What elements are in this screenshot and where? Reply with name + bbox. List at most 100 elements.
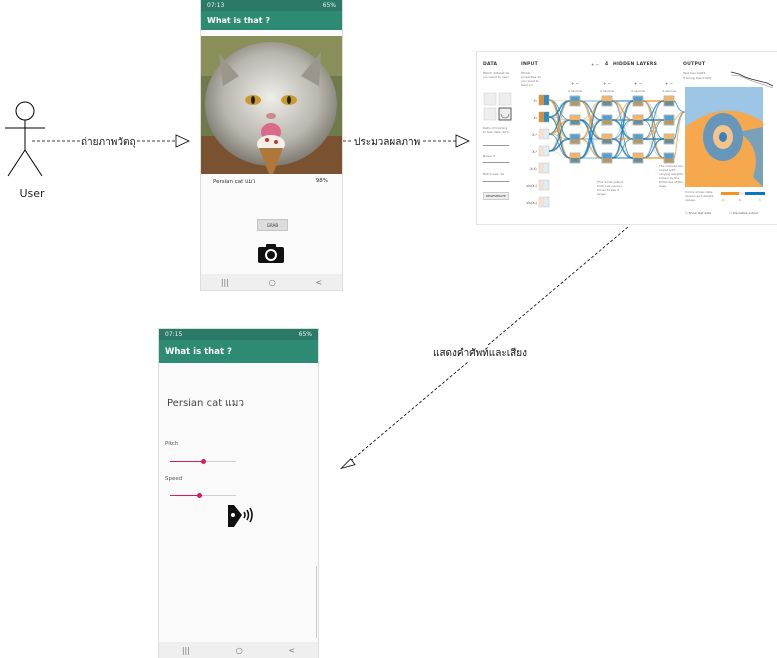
show-test-checkbox[interactable]: ☐ Show test data [685,211,712,215]
input-heading: INPUT [521,62,538,67]
connection-line [642,119,665,159]
nav-recent-icon[interactable]: ||| [220,277,229,287]
result-label: Persian cat แมว [213,179,256,185]
neuron-count-label: 4 neurons [662,89,677,93]
neuron-note: This is the output from one neuron. Hove… [597,180,624,196]
discretize-checkbox[interactable]: ☐ Discretize output [729,211,759,215]
arrowhead-capture [175,134,190,148]
speak-icon[interactable] [225,503,255,533]
nav-home-icon[interactable]: ○ [235,645,243,655]
status-battery: 65% [298,331,312,338]
ratio-label: Ratio of training to test data: 50% [483,126,510,134]
scroll-indicator [316,566,317,638]
nav-back-icon[interactable]: < [288,645,296,655]
hidden-neuron-half [570,101,580,106]
connection-line [548,138,571,152]
cat-photo [201,36,342,174]
grab-button[interactable]: GRAB [257,219,288,231]
hidden-neuron-half [633,139,643,144]
status-battery: 65% [322,2,336,9]
camera-icon[interactable] [257,242,285,268]
neuron-count-label: 4 neurons [631,89,646,93]
pitch-label: Pitch [165,441,179,447]
output-spiral-core [719,132,727,142]
connection-line [579,138,603,159]
output-region-right [738,127,763,187]
noise-slider[interactable] [483,162,509,163]
training-loss: Training loss 0.005 [683,76,712,80]
result-row: Persian cat แมว 98% [213,178,328,186]
input-feature-half [539,163,544,173]
feature-label: X₁² [532,133,537,137]
neuron-count-label: 4 neurons [600,89,615,93]
arrowhead-process [455,134,470,148]
feature-label: X₂² [532,150,537,154]
speed-track-fill [170,495,200,496]
hidden-neuron-half [570,139,580,144]
ratio-slider[interactable] [483,145,509,146]
hidden-neuron-half [602,158,612,163]
input-feature-half [539,146,544,156]
neuron-plus-minus: + − [665,81,673,86]
output-region [685,87,763,127]
edge-label-capture: ถ่ายภาพวัตถุ [80,135,137,150]
speed-thumb[interactable] [197,493,203,498]
hidden-neuron-half [602,101,612,106]
output-connection [673,111,686,159]
hidden-neuron-half [664,158,674,163]
app-bar: What is that ? [201,11,342,30]
batch-slider[interactable] [483,181,509,182]
feature-label: X₂ [534,116,538,120]
actor-figure [5,101,45,177]
connection-line [642,138,665,159]
result-text: Persian cat แมว [167,398,244,409]
app-title: What is that ? [207,16,270,25]
edge-label-output: แสดงคำศัพท์และเสียง [432,346,528,361]
loss-curve-test [730,74,774,89]
phone-camera-screen: 07:13 65% What is that ? [201,0,342,290]
dataset-thumbnails[interactable] [483,92,513,122]
status-bar: 07:15 65% [159,329,318,340]
weights-note: The outputs are mixed with varying weigh… [659,164,684,188]
arrowhead-output [339,458,356,470]
hidden-neuron-half [633,101,643,106]
status-time: 07:15 [165,331,183,338]
data-heading: DATA [483,62,498,67]
pitch-thumb[interactable] [200,459,206,464]
connection-line [642,100,665,121]
neuron-plus-minus: + − [603,81,611,86]
output-heading: OUTPUT [683,62,706,67]
status-bar: 07:13 65% [201,0,342,11]
noise-label: Noise: 0 [483,154,496,158]
input-feature-half [539,95,544,105]
show-test-label: Show test data [688,211,712,215]
color-scale-negative [721,192,743,195]
nav-back-icon[interactable]: < [315,277,323,287]
pitch-track-fill [170,461,203,462]
dataset-question: Which dataset do you want to use? [483,71,510,79]
test-loss: Test loss 0.004 [683,71,706,75]
feature-label: X₁ [534,99,538,103]
android-nav-bar: ||| ○ < [201,274,342,290]
color-scale-zero [739,192,745,195]
result-score: 98% [315,178,328,184]
layer-plus-minus: + − [591,62,599,67]
input-feature-half [539,180,544,190]
output-connection [673,100,686,113]
neural-network-playground: DATA Which dataset do you want to use? R… [477,52,777,224]
connection-line [548,150,571,159]
regenerate-button[interactable]: REGENERATE [483,192,509,200]
actor-label: User [19,187,45,200]
feature-label: X₁X₂ [530,167,538,171]
nav-recent-icon[interactable]: ||| [181,645,190,655]
status-time: 07:13 [207,2,225,9]
input-question: Which properties do you want to feed in? [521,71,542,87]
nav-home-icon[interactable]: ○ [268,277,276,287]
hidden-neuron-half [664,101,674,106]
neuron-count-label: 4 neurons [568,89,583,93]
hidden-neuron-half [664,139,674,144]
hidden-neuron-half [633,120,643,125]
discretize-label: Discretize output [732,211,759,215]
hidden-neuron-half [633,158,643,163]
